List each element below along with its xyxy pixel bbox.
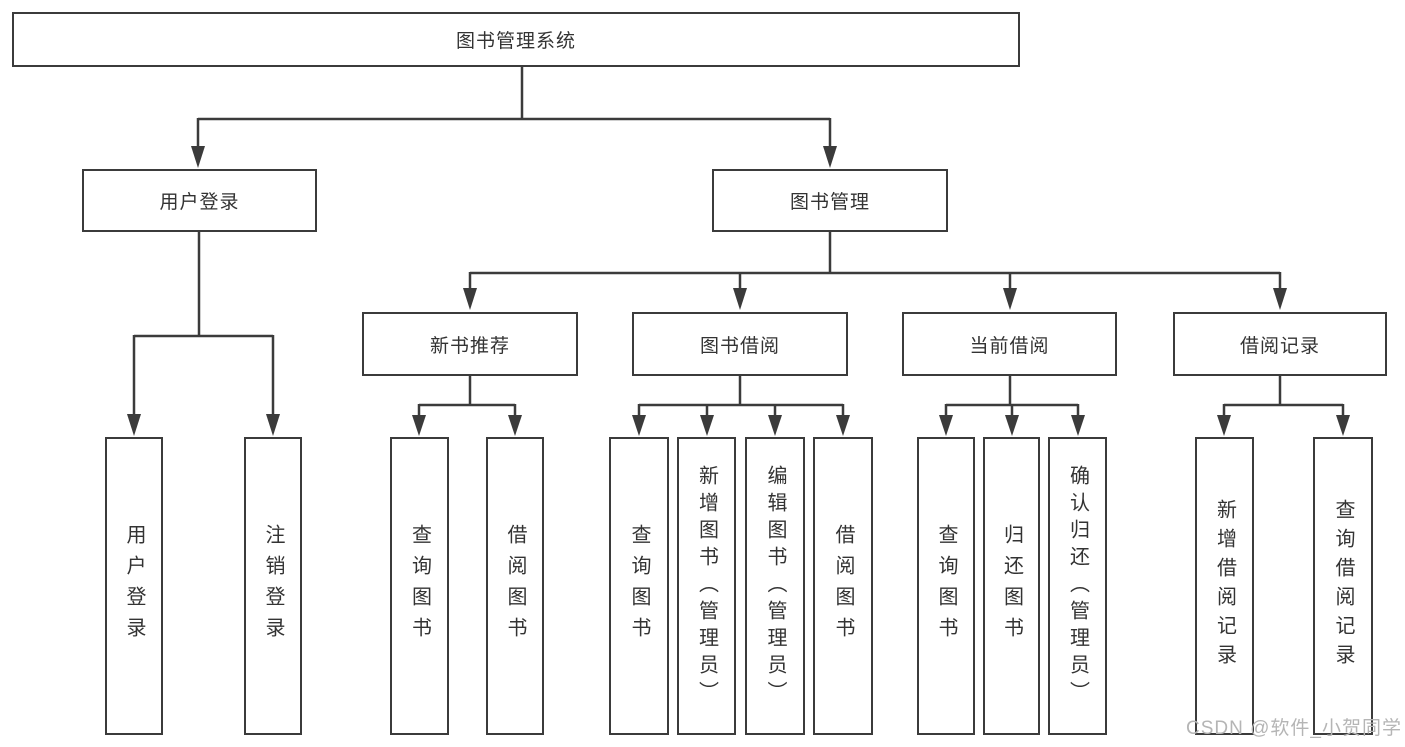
leaf-query-books-recommend: 查询图书 (390, 437, 449, 735)
leaf-user-login-label: 用户登录 (123, 524, 145, 648)
node-user-login: 用户登录 (82, 169, 317, 232)
node-borrowing-records-label: 借阅记录 (1239, 335, 1320, 357)
arrowhead-icons (127, 146, 1350, 436)
node-root-library-system: 图书管理系统 (12, 12, 1020, 67)
leaf-borrow-books-label: 借阅图书 (832, 524, 854, 648)
leaf-add-borrow-record: 新增借阅记录 (1195, 437, 1254, 735)
node-new-book-recommend: 新书推荐 (362, 312, 578, 376)
leaf-confirm-return-admin: 确认归还（管理员） (1048, 437, 1107, 735)
leaf-query-books-borrowing-label: 查询图书 (628, 524, 650, 648)
leaf-confirm-return-admin-label: 确认归还（管理员） (1066, 464, 1089, 708)
leaf-borrow-books-recommend: 借阅图书 (486, 437, 544, 735)
leaf-query-books-recommend-label: 查询图书 (408, 524, 431, 648)
node-borrowing-records: 借阅记录 (1173, 312, 1387, 376)
node-book-management-label: 图书管理 (789, 192, 870, 213)
leaf-query-books-current-label: 查询图书 (935, 524, 957, 648)
node-current-borrowing-label: 当前借阅 (969, 335, 1050, 357)
node-book-borrowing-label: 图书借阅 (699, 335, 780, 357)
leaf-borrow-books: 借阅图书 (813, 437, 873, 735)
leaf-edit-books-admin-label: 编辑图书（管理员） (764, 464, 786, 708)
leaf-logout: 注销登录 (244, 437, 302, 735)
node-user-login-label: 用户登录 (159, 192, 240, 213)
node-book-borrowing: 图书借阅 (632, 312, 848, 376)
node-book-management: 图书管理 (712, 169, 948, 232)
leaf-return-books-label: 归还图书 (1000, 524, 1023, 648)
watermark: CSDN @软件_小贺同学 (1186, 718, 1402, 739)
leaf-query-books-borrowing: 查询图书 (609, 437, 669, 735)
leaf-query-borrow-record: 查询借阅记录 (1313, 437, 1373, 735)
leaf-add-borrow-record-label: 新增借阅记录 (1213, 499, 1236, 673)
leaf-add-books-admin-label: 新增图书（管理员） (695, 464, 718, 708)
node-current-borrowing: 当前借阅 (902, 312, 1117, 376)
leaf-borrow-books-recommend-label: 借阅图书 (504, 524, 526, 648)
leaf-user-login: 用户登录 (105, 437, 163, 735)
node-root-label: 图书管理系统 (455, 31, 576, 52)
leaf-query-borrow-record-label: 查询借阅记录 (1332, 499, 1354, 673)
leaf-query-books-current: 查询图书 (917, 437, 975, 735)
leaf-return-books: 归还图书 (983, 437, 1040, 735)
leaf-add-books-admin: 新增图书（管理员） (677, 437, 736, 735)
leaf-logout-label: 注销登录 (262, 524, 284, 648)
node-new-book-recommend-label: 新书推荐 (429, 335, 510, 357)
leaf-edit-books-admin: 编辑图书（管理员） (745, 437, 805, 735)
